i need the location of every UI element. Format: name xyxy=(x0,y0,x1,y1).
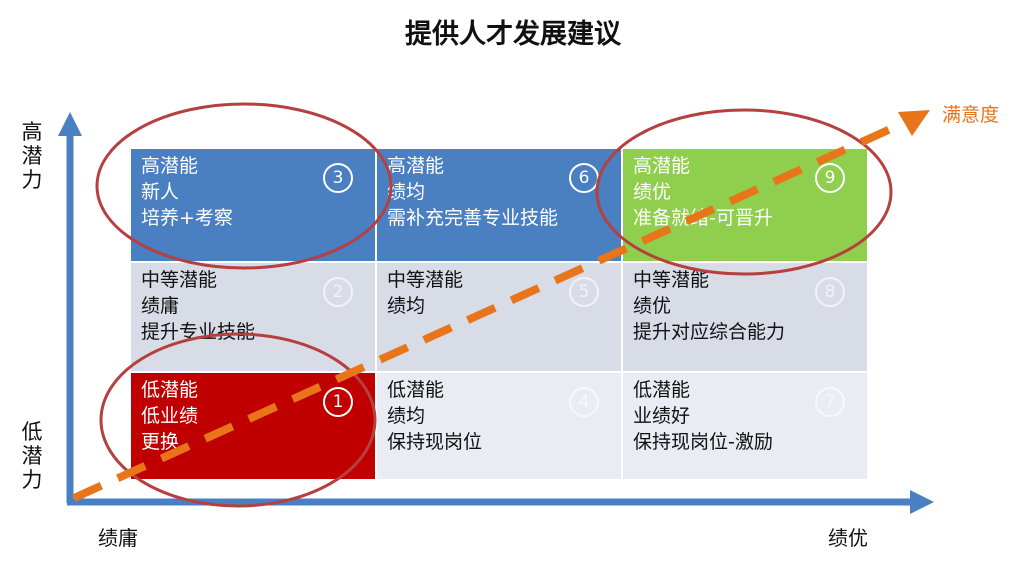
highlight-ellipse-top-left xyxy=(95,102,393,270)
cell-text: 高潜能新人培养+考察 xyxy=(141,153,233,231)
nine-box-grid: 高潜能新人培养+考察3高潜能绩均需补充完善专业技能6高潜能绩优准备就绪-可晋升9… xyxy=(130,148,868,480)
cell-line: 低潜能 xyxy=(633,379,691,401)
cell-line: 更换 xyxy=(141,431,180,453)
cell-line: 高潜能 xyxy=(387,155,445,177)
grid-cell-5: 中等潜能绩均 5 xyxy=(376,262,622,372)
cell-line: 新人 xyxy=(141,181,180,203)
grid-cell-7: 低潜能业绩好保持现岗位-激励 7 xyxy=(622,372,868,480)
cell-number-badge: 1 xyxy=(323,387,353,417)
cell-line: 绩均 xyxy=(387,181,426,203)
cell-number-badge: 4 xyxy=(569,387,599,417)
highlight-ellipse-bottom-left xyxy=(99,332,377,508)
trend-dashed-line xyxy=(72,118,908,502)
cell-text: 中等潜能绩均 xyxy=(387,267,463,319)
trend-arrowhead xyxy=(898,110,930,136)
cell-line: 中等潜能 xyxy=(633,269,710,291)
cell-line: 绩优 xyxy=(633,181,672,203)
grid-cell-3: 高潜能新人培养+考察 3 xyxy=(130,148,376,262)
cell-number-badge: 9 xyxy=(815,163,845,193)
cell-line: 绩庸 xyxy=(141,295,180,317)
cell-line: 绩优 xyxy=(633,295,672,317)
x-axis-low-label: 绩庸 xyxy=(98,526,138,550)
cell-text: 高潜能绩均需补充完善专业技能 xyxy=(387,153,558,231)
cell-line: 业绩好 xyxy=(633,405,691,427)
cell-line: 高潜能 xyxy=(633,155,691,177)
cell-line: 需补充完善专业技能 xyxy=(387,207,559,229)
cell-number-badge: 7 xyxy=(815,387,845,417)
x-axis-arrowhead xyxy=(910,490,934,514)
cell-text: 中等潜能绩庸提升专业技能 xyxy=(141,267,255,345)
x-axis-high-label: 绩优 xyxy=(828,526,868,550)
cell-line: 绩均 xyxy=(387,405,426,427)
cell-line: 低潜能 xyxy=(141,379,199,401)
cell-number-badge: 8 xyxy=(815,277,845,307)
cell-text: 低潜能业绩好保持现岗位-激励 xyxy=(633,377,773,455)
cell-number-badge: 2 xyxy=(323,277,353,307)
cell-line: 中等潜能 xyxy=(141,269,218,291)
cell-line: 提升专业技能 xyxy=(141,321,256,343)
cell-line: 保持现岗位 xyxy=(387,431,483,453)
trend-label: 满意度 xyxy=(942,104,1000,126)
cell-line: 高潜能 xyxy=(141,155,199,177)
highlight-ellipse-top-right xyxy=(595,108,893,276)
y-axis-high-label: 高潜力 xyxy=(21,120,43,192)
cell-number-badge: 5 xyxy=(569,277,599,307)
grid-cell-4: 低潜能绩均保持现岗位 4 xyxy=(376,372,622,480)
cell-line: 培养+考察 xyxy=(141,207,233,229)
cell-line: 中等潜能 xyxy=(387,269,464,291)
page-title: 提供人才发展建议 xyxy=(405,19,621,50)
cell-text: 低潜能绩均保持现岗位 xyxy=(387,377,482,455)
grid-cell-2: 中等潜能绩庸提升专业技能 2 xyxy=(130,262,376,372)
cell-text: 低潜能低业绩更换 xyxy=(141,377,198,455)
cell-number-badge: 3 xyxy=(323,163,353,193)
cell-line: 低潜能 xyxy=(387,379,445,401)
grid-cell-1: 低潜能低业绩更换 1 xyxy=(130,372,376,480)
y-axis-low-label: 低潜力 xyxy=(21,420,43,492)
cell-line: 绩均 xyxy=(387,295,426,317)
cell-line: 低业绩 xyxy=(141,405,199,427)
y-axis-arrowhead xyxy=(58,112,82,136)
cell-line: 提升对应综合能力 xyxy=(633,321,786,343)
cell-line: 保持现岗位-激励 xyxy=(633,431,773,453)
grid-cell-8: 中等潜能绩优提升对应综合能力 8 xyxy=(622,262,868,372)
cell-text: 中等潜能绩优提升对应综合能力 xyxy=(633,267,785,345)
